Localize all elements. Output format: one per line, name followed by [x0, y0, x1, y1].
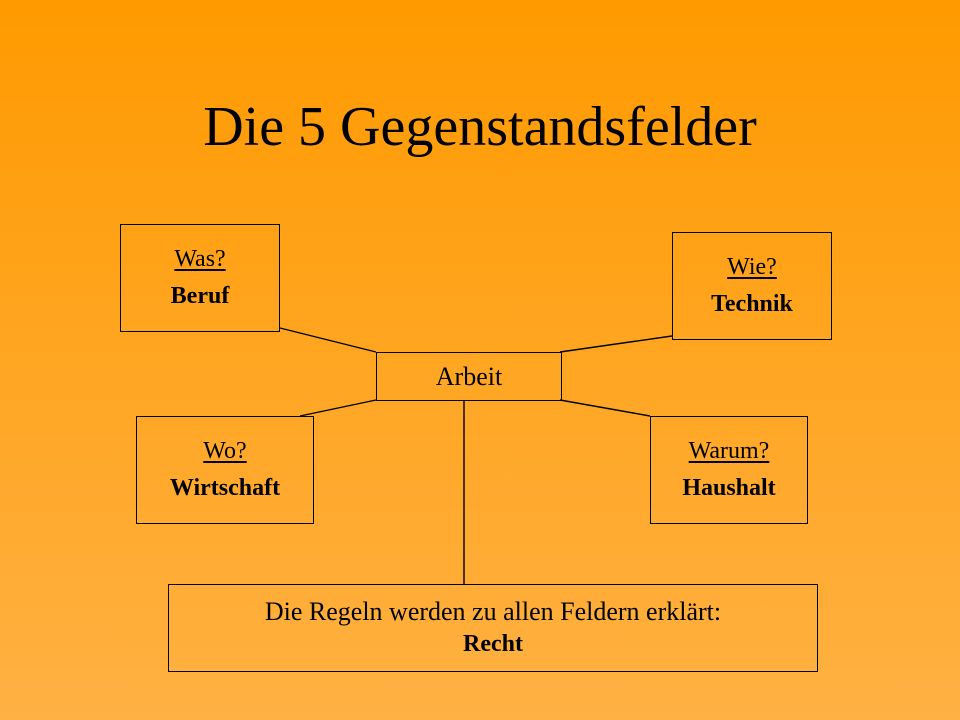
field-recht: Recht [463, 631, 523, 657]
slide-title: Die 5 Gegenstandsfelder [203, 96, 757, 158]
box-arbeit: Arbeit [376, 352, 562, 401]
rule-text: Die Regeln werden zu allen Feldern erklä… [264, 597, 722, 626]
connector-haushalt [559, 399, 651, 417]
question-was: Was? [174, 246, 226, 272]
field-technik: Technik [711, 291, 793, 317]
box-wirtschaft: Wo? Wirtschaft [136, 416, 314, 524]
box-beruf: Was? Beruf [120, 224, 280, 332]
connector-technik [559, 335, 673, 353]
question-wo: Wo? [203, 438, 247, 464]
box-recht: Die Regeln werden zu allen Feldern erklä… [168, 584, 818, 672]
field-beruf: Beruf [170, 283, 230, 309]
connector-wirtschaft [299, 399, 377, 417]
box-haushalt: Warum? Haushalt [650, 416, 808, 524]
question-warum: Warum? [688, 438, 770, 464]
box-technik: Wie? Technik [672, 232, 832, 340]
connector-beruf [279, 327, 377, 353]
field-wirtschaft: Wirtschaft [169, 475, 281, 501]
center-label: Arbeit [435, 361, 503, 391]
question-wie: Wie? [727, 254, 777, 280]
field-haushalt: Haushalt [682, 475, 776, 501]
